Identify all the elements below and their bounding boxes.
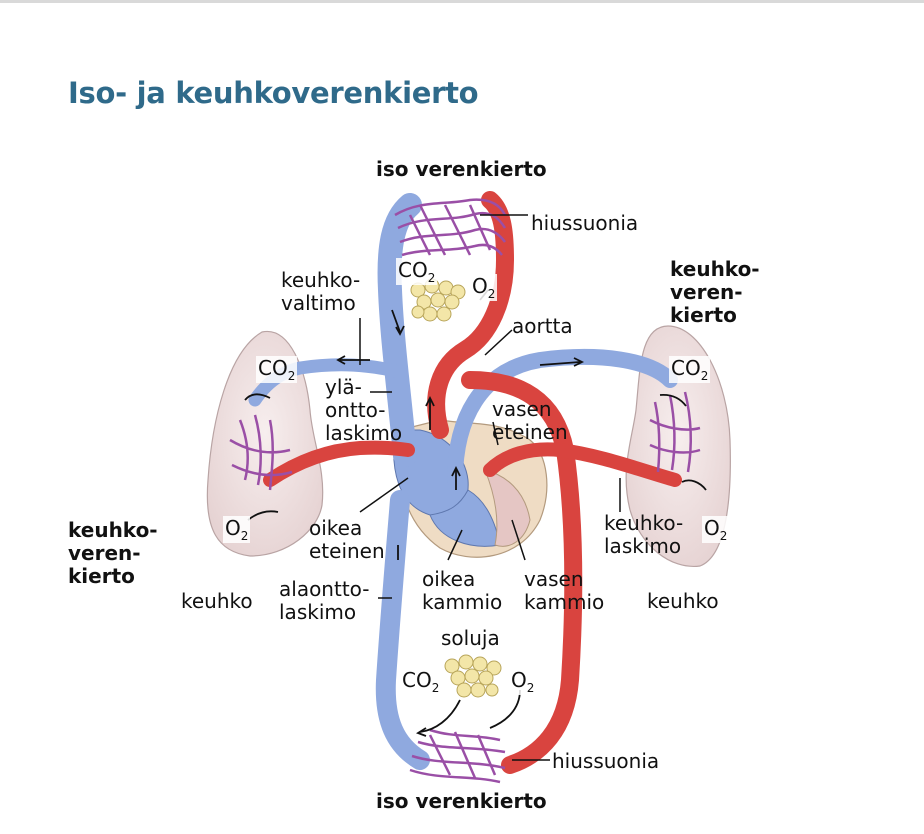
label-oikea-kammio: oikea kammio xyxy=(422,567,503,614)
label-soluja: soluja xyxy=(441,626,500,650)
label-keuhkolaskimo: keuhko- laskimo xyxy=(604,511,684,558)
co2-left-lung: CO2 xyxy=(256,356,298,383)
label-hiussuonia-top: hiussuonia xyxy=(531,211,639,235)
label-ylaonttolaskimo: ylä- ontto- laskimo xyxy=(325,375,403,445)
right-lung xyxy=(625,325,731,567)
left-lung xyxy=(206,330,324,557)
superior-vena-cava xyxy=(377,193,422,467)
left-ventricle xyxy=(484,469,531,547)
capillaries-left-lung xyxy=(229,414,293,491)
pulmonary-vein-right xyxy=(483,442,682,487)
label-iso-verenkierto-bottom: iso verenkierto xyxy=(376,789,547,813)
o2-right-lung: O2 xyxy=(702,516,730,543)
page-title: Iso- ja keuhkoverenkierto xyxy=(68,76,479,110)
label-keuhkoverenkierto-right: keuhko- veren- kierto xyxy=(670,257,760,327)
flow-arrows xyxy=(244,289,707,737)
capillaries-top xyxy=(394,198,507,257)
label-oikea-eteinen: oikea eteinen xyxy=(309,516,385,563)
label-keuhkoverenkierto-left: keuhko- veren- kierto xyxy=(68,518,158,588)
cells-top xyxy=(410,278,466,322)
o2-left-lung: O2 xyxy=(223,516,251,543)
label-vasen-kammio: vasen kammio xyxy=(524,567,605,614)
label-keuhko-left: keuhko xyxy=(181,589,253,613)
co2-right-lung: CO2 xyxy=(669,356,711,383)
capillaries-right-lung xyxy=(649,391,701,473)
label-hiussuonia-bottom: hiussuonia xyxy=(552,749,660,773)
o2-bottom: O2 xyxy=(509,668,537,695)
descending-aorta xyxy=(461,371,583,774)
label-alaonttolaskimo: alaontto- laskimo xyxy=(279,577,370,624)
pulmonary-vein-left xyxy=(263,440,415,487)
co2-bottom: CO2 xyxy=(400,668,442,695)
label-vasen-eteinen: vasen eteinen xyxy=(492,397,568,444)
cells-bottom xyxy=(444,654,502,698)
co2-top: CO2 xyxy=(396,258,438,285)
pulmonary-artery-left xyxy=(248,358,407,407)
leader-lines xyxy=(359,214,621,761)
label-keuhko-right: keuhko xyxy=(647,589,719,613)
o2-top: O2 xyxy=(470,274,498,301)
pulmonary-artery-right xyxy=(447,348,678,488)
inferior-vena-cava xyxy=(375,490,430,770)
label-keuhkovaltimo: keuhko- valtimo xyxy=(281,268,361,315)
label-aortta: aortta xyxy=(512,314,573,338)
top-border xyxy=(0,0,924,3)
label-iso-verenkierto-top: iso verenkierto xyxy=(376,157,547,181)
capillaries-bottom xyxy=(409,728,506,784)
right-ventricle xyxy=(429,489,501,547)
